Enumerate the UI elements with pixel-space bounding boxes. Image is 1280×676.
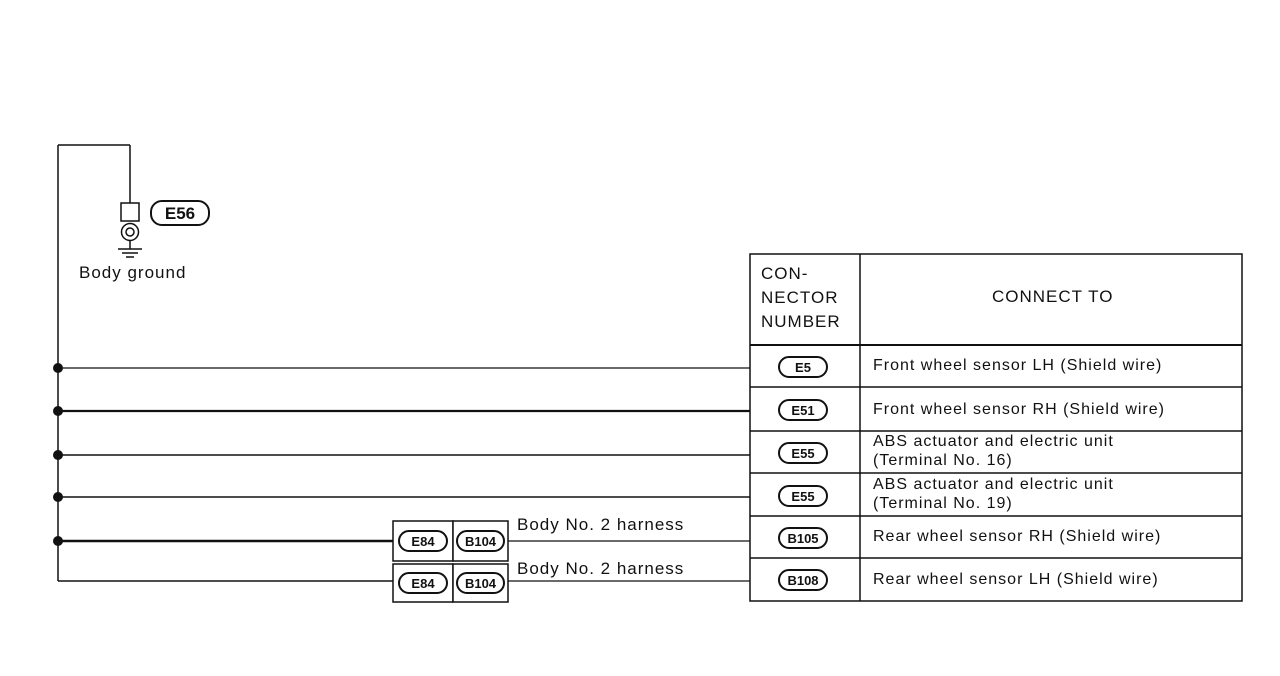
junction-dot	[53, 363, 63, 373]
destination-line: Rear wheel sensor LH (Shield wire)	[873, 571, 1159, 588]
junction-dot	[53, 492, 63, 502]
table-header-connector-number: CON- NECTOR NUMBER	[761, 262, 841, 334]
destination-line: Front wheel sensor RH (Shield wire)	[873, 401, 1165, 418]
connector-e5: E5	[778, 356, 828, 378]
destination-text: Front wheel sensor RH (Shield wire)	[873, 400, 1165, 419]
destination-text: ABS actuator and electric unit (Terminal…	[873, 475, 1114, 513]
ground-terminal-block	[120, 202, 140, 222]
connector-e55: E55	[778, 442, 828, 464]
harness-connector-b104: B104	[456, 572, 505, 594]
destination-line: ABS actuator and electric unit	[873, 433, 1114, 450]
destination-line: ABS actuator and electric unit	[873, 476, 1114, 493]
connector-b105: B105	[778, 527, 828, 549]
table-header-connect-to: CONNECT TO	[992, 287, 1114, 306]
destination-text: ABS actuator and electric unit (Terminal…	[873, 432, 1114, 470]
connector-e55: E55	[778, 485, 828, 507]
destination-text: Rear wheel sensor RH (Shield wire)	[873, 527, 1161, 546]
connector-e51: E51	[778, 399, 828, 421]
header-line: CON-	[761, 264, 809, 283]
junction-dot	[53, 450, 63, 460]
junction-dot	[53, 406, 63, 416]
destination-line: (Terminal No. 16)	[873, 452, 1013, 469]
destination-text: Front wheel sensor LH (Shield wire)	[873, 356, 1162, 375]
ground-connector-e56: E56	[150, 200, 210, 226]
destination-line: (Terminal No. 19)	[873, 495, 1013, 512]
harness-label: Body No. 2 harness	[517, 559, 685, 578]
connector-b108: B108	[778, 569, 828, 591]
connector-table-frame	[749, 253, 1243, 602]
header-line: NUMBER	[761, 312, 841, 331]
header-line: NECTOR	[761, 288, 839, 307]
harness-connector-e84: E84	[398, 572, 448, 594]
destination-line: Rear wheel sensor RH (Shield wire)	[873, 528, 1162, 545]
harness-label: Body No. 2 harness	[517, 515, 685, 534]
junction-dot	[53, 536, 63, 546]
ground-label: Body ground	[79, 263, 187, 282]
ground-bolt-inner	[125, 227, 135, 237]
harness-connector-e84: E84	[398, 530, 448, 552]
destination-text: Rear wheel sensor LH (Shield wire)	[873, 570, 1159, 589]
harness-connector-b104: B104	[456, 530, 505, 552]
destination-line: Front wheel sensor LH (Shield wire)	[873, 357, 1163, 374]
